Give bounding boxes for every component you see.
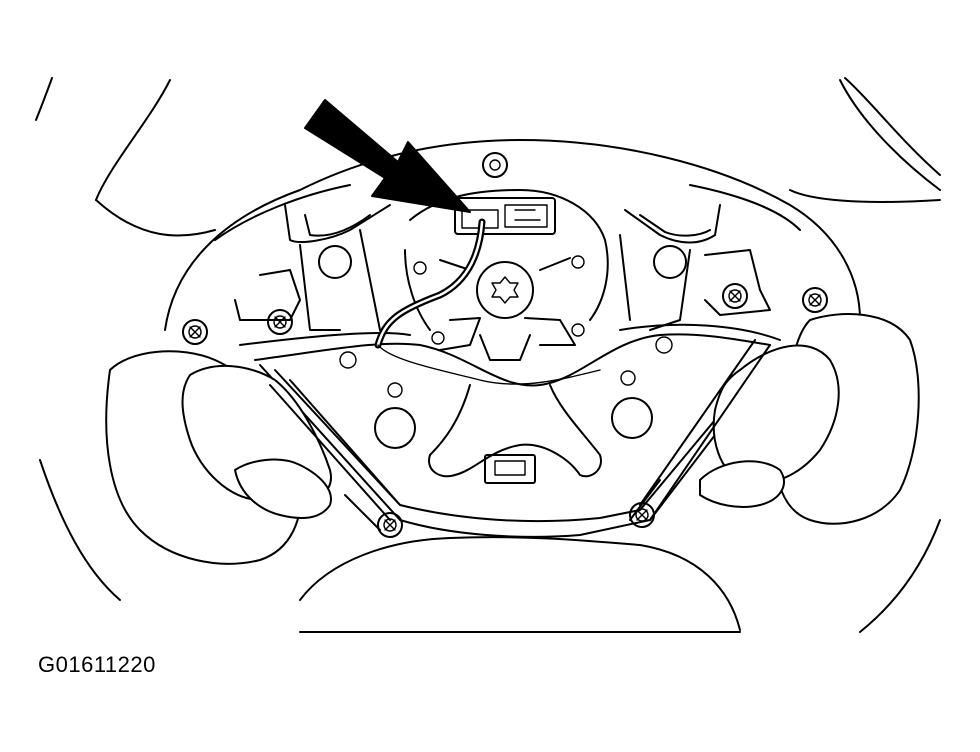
electrical-connector-icon xyxy=(454,197,556,235)
screw-icon xyxy=(802,287,828,313)
screw-icon xyxy=(377,512,403,538)
left-spoke-recess xyxy=(234,204,391,331)
screw-icon xyxy=(722,283,748,309)
torx-bolt-icon xyxy=(491,276,519,304)
steering-wheel-rim xyxy=(35,77,941,633)
screw-icon xyxy=(629,502,655,528)
figure-code-label: G01611220 xyxy=(38,652,156,677)
screw-icon xyxy=(482,152,508,178)
wiring-harness xyxy=(374,218,601,385)
hub-housing xyxy=(164,139,861,633)
screw-icon xyxy=(267,309,293,335)
right-spoke-recess xyxy=(619,204,771,331)
lower-center-boss xyxy=(339,336,673,484)
screw-icon xyxy=(182,319,208,345)
center-hub xyxy=(404,189,609,361)
right-switch-cluster xyxy=(629,313,920,525)
left-switch-cluster xyxy=(105,350,401,565)
arrow-icon xyxy=(304,99,471,213)
